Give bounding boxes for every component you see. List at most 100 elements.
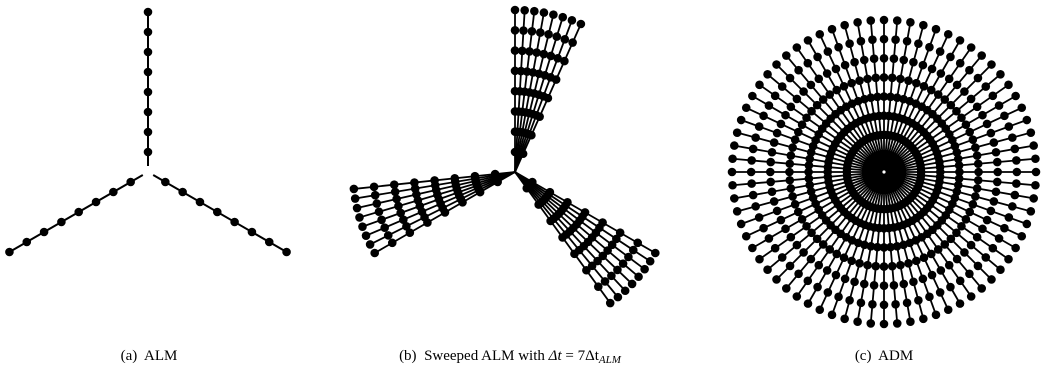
actuator-point <box>992 157 1002 167</box>
actuator-point <box>769 138 779 147</box>
actuator-point <box>993 167 1003 177</box>
actuator-point <box>730 141 739 150</box>
actuator-point <box>804 167 813 177</box>
actuator-point <box>389 180 399 189</box>
actuator-point <box>1008 202 1017 211</box>
actuator-point <box>818 240 828 249</box>
actuator-point <box>954 161 964 170</box>
actuator-point <box>230 217 239 227</box>
actuator-point <box>973 175 983 185</box>
actuator-point <box>539 49 549 59</box>
actuator-point <box>1010 144 1020 154</box>
actuator-point <box>143 87 153 97</box>
actuator-point <box>763 265 772 275</box>
actuator-point <box>747 156 756 165</box>
actuator-point <box>840 274 850 284</box>
actuator-point <box>839 81 849 91</box>
actuator-point <box>57 217 66 227</box>
actuator-point <box>806 254 816 264</box>
actuator-point <box>834 292 843 302</box>
actuator-point <box>1004 254 1013 264</box>
actuator-point <box>960 87 969 96</box>
actuator-point <box>365 240 375 249</box>
actuator-point <box>991 147 1001 157</box>
actuator-point <box>634 272 643 282</box>
actuator-point <box>803 276 813 286</box>
actuator-point <box>510 5 520 15</box>
actuator-point <box>804 174 814 183</box>
actuator-point <box>732 207 742 216</box>
actuator-point <box>605 298 615 308</box>
actuator-point <box>1031 154 1040 164</box>
actuator-point <box>767 187 777 197</box>
actuator-point <box>845 296 854 305</box>
actuator-point <box>792 240 802 250</box>
actuator-point <box>570 249 579 259</box>
actuator-point <box>989 138 999 147</box>
actuator-point <box>350 194 360 203</box>
actuator-point <box>786 102 796 112</box>
actuator-point <box>358 222 367 231</box>
actuator-point <box>847 256 856 266</box>
actuator-point <box>785 167 794 177</box>
actuator-point <box>866 319 876 328</box>
actuator-point <box>946 282 955 292</box>
actuator-point <box>799 87 808 96</box>
actuator-point <box>902 298 912 308</box>
actuator-point <box>825 90 835 99</box>
actuator-point <box>748 243 757 253</box>
actuator-point <box>534 200 543 209</box>
actuator-point <box>627 279 637 289</box>
actuator-point <box>383 231 393 240</box>
actuator-point <box>781 224 790 234</box>
actuator-point <box>953 180 963 190</box>
actuator-point <box>640 264 649 274</box>
actuator-point <box>748 91 757 101</box>
actuator-point <box>918 60 928 70</box>
actuator-point <box>247 227 257 237</box>
actuator-point <box>886 92 895 102</box>
actuator-point <box>770 91 780 101</box>
actuator-point <box>430 176 439 185</box>
actuator-point <box>818 95 828 104</box>
actuator-point <box>624 252 633 262</box>
actuator-point <box>827 310 837 320</box>
actuator-point <box>981 253 991 262</box>
actuator-point <box>916 164 926 174</box>
actuator-point <box>946 52 955 62</box>
actuator-point <box>946 100 956 110</box>
actuator-point <box>943 29 953 39</box>
actuator-point <box>982 119 992 129</box>
actuator-point <box>349 184 359 194</box>
actuator-point <box>751 202 760 211</box>
actuator-point <box>544 30 553 39</box>
actuator-point <box>869 54 879 64</box>
actuator-point <box>370 190 380 200</box>
actuator-point <box>899 55 909 65</box>
actuator-point <box>845 39 854 48</box>
actuator-point <box>961 120 971 130</box>
actuator-point <box>966 94 976 104</box>
actuator-point <box>853 18 862 27</box>
actuator-point <box>741 103 751 113</box>
actuator-point <box>519 26 528 35</box>
actuator-point <box>927 64 937 74</box>
actuator-point <box>766 177 776 187</box>
actuator-point <box>802 221 811 231</box>
actuator-point <box>772 128 782 138</box>
actuator-point <box>869 280 879 290</box>
actuator-point <box>776 119 786 129</box>
actuator-point <box>812 100 822 110</box>
actuator-point <box>879 92 889 101</box>
actuator-point <box>39 227 49 237</box>
actuator-point <box>952 106 961 116</box>
actuator-point <box>143 7 153 17</box>
actuator-point <box>955 58 965 68</box>
actuator-point <box>792 292 802 301</box>
actuator-point <box>387 238 397 248</box>
actuator-point <box>887 73 897 83</box>
actuator-point <box>973 73 983 83</box>
actuator-point <box>746 167 756 177</box>
actuator-point <box>919 314 928 324</box>
actuator-point <box>879 319 889 329</box>
